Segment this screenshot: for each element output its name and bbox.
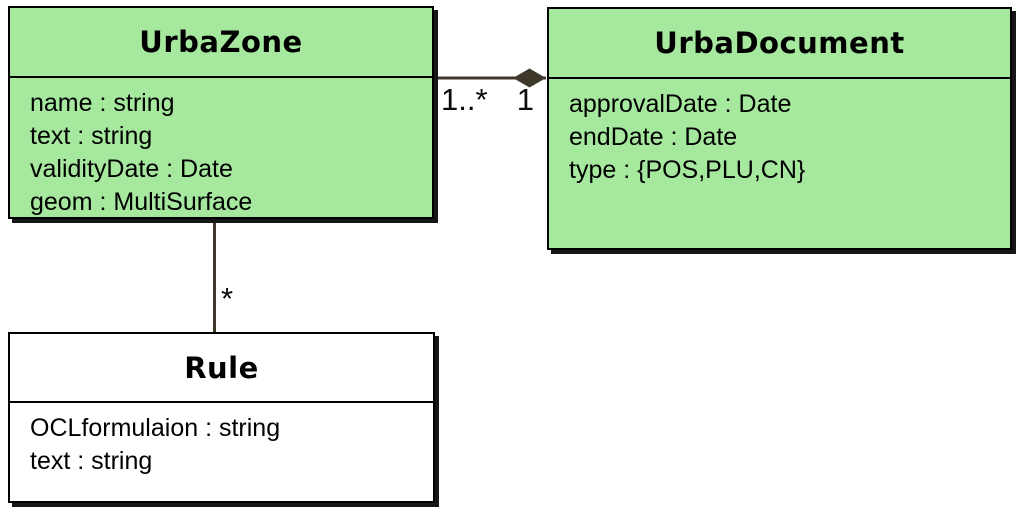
attribute-line: OCLformulaion : string [30, 414, 281, 442]
class-rule-attributes: OCLformulaion : string text : string [10, 403, 433, 478]
multiplicity-rule-end: * [221, 281, 234, 316]
attribute-line: type : {POS,PLU,CN} [569, 156, 806, 184]
attribute-line: name : string [30, 89, 175, 117]
attribute-line: validityDate : Date [30, 155, 233, 183]
attribute-line: geom : MultiSurface [30, 188, 253, 216]
attribute-line: endDate : Date [569, 123, 738, 151]
class-urbadocument-title: UrbaDocument [549, 9, 1010, 79]
class-urbazone-title: UrbaZone [10, 8, 432, 78]
class-urbadocument: UrbaDocument approvalDate : Date endDate… [547, 7, 1012, 250]
multiplicity-urbadocument-end: 1 [516, 82, 534, 117]
class-rule: Rule OCLformulaion : string text : strin… [8, 332, 435, 503]
class-rule-title: Rule [10, 334, 433, 403]
class-urbazone-attributes: name : string text : string validityDate… [10, 78, 432, 219]
attribute-line: text : string [30, 447, 153, 475]
attribute-line: text : string [30, 122, 153, 150]
class-urbadocument-attributes: approvalDate : Date endDate : Date type … [549, 79, 1010, 187]
class-urbazone: UrbaZone name : string text : string val… [8, 6, 434, 219]
multiplicity-urbazone-end: 1..* [441, 82, 488, 117]
attribute-line: approvalDate : Date [569, 90, 792, 118]
